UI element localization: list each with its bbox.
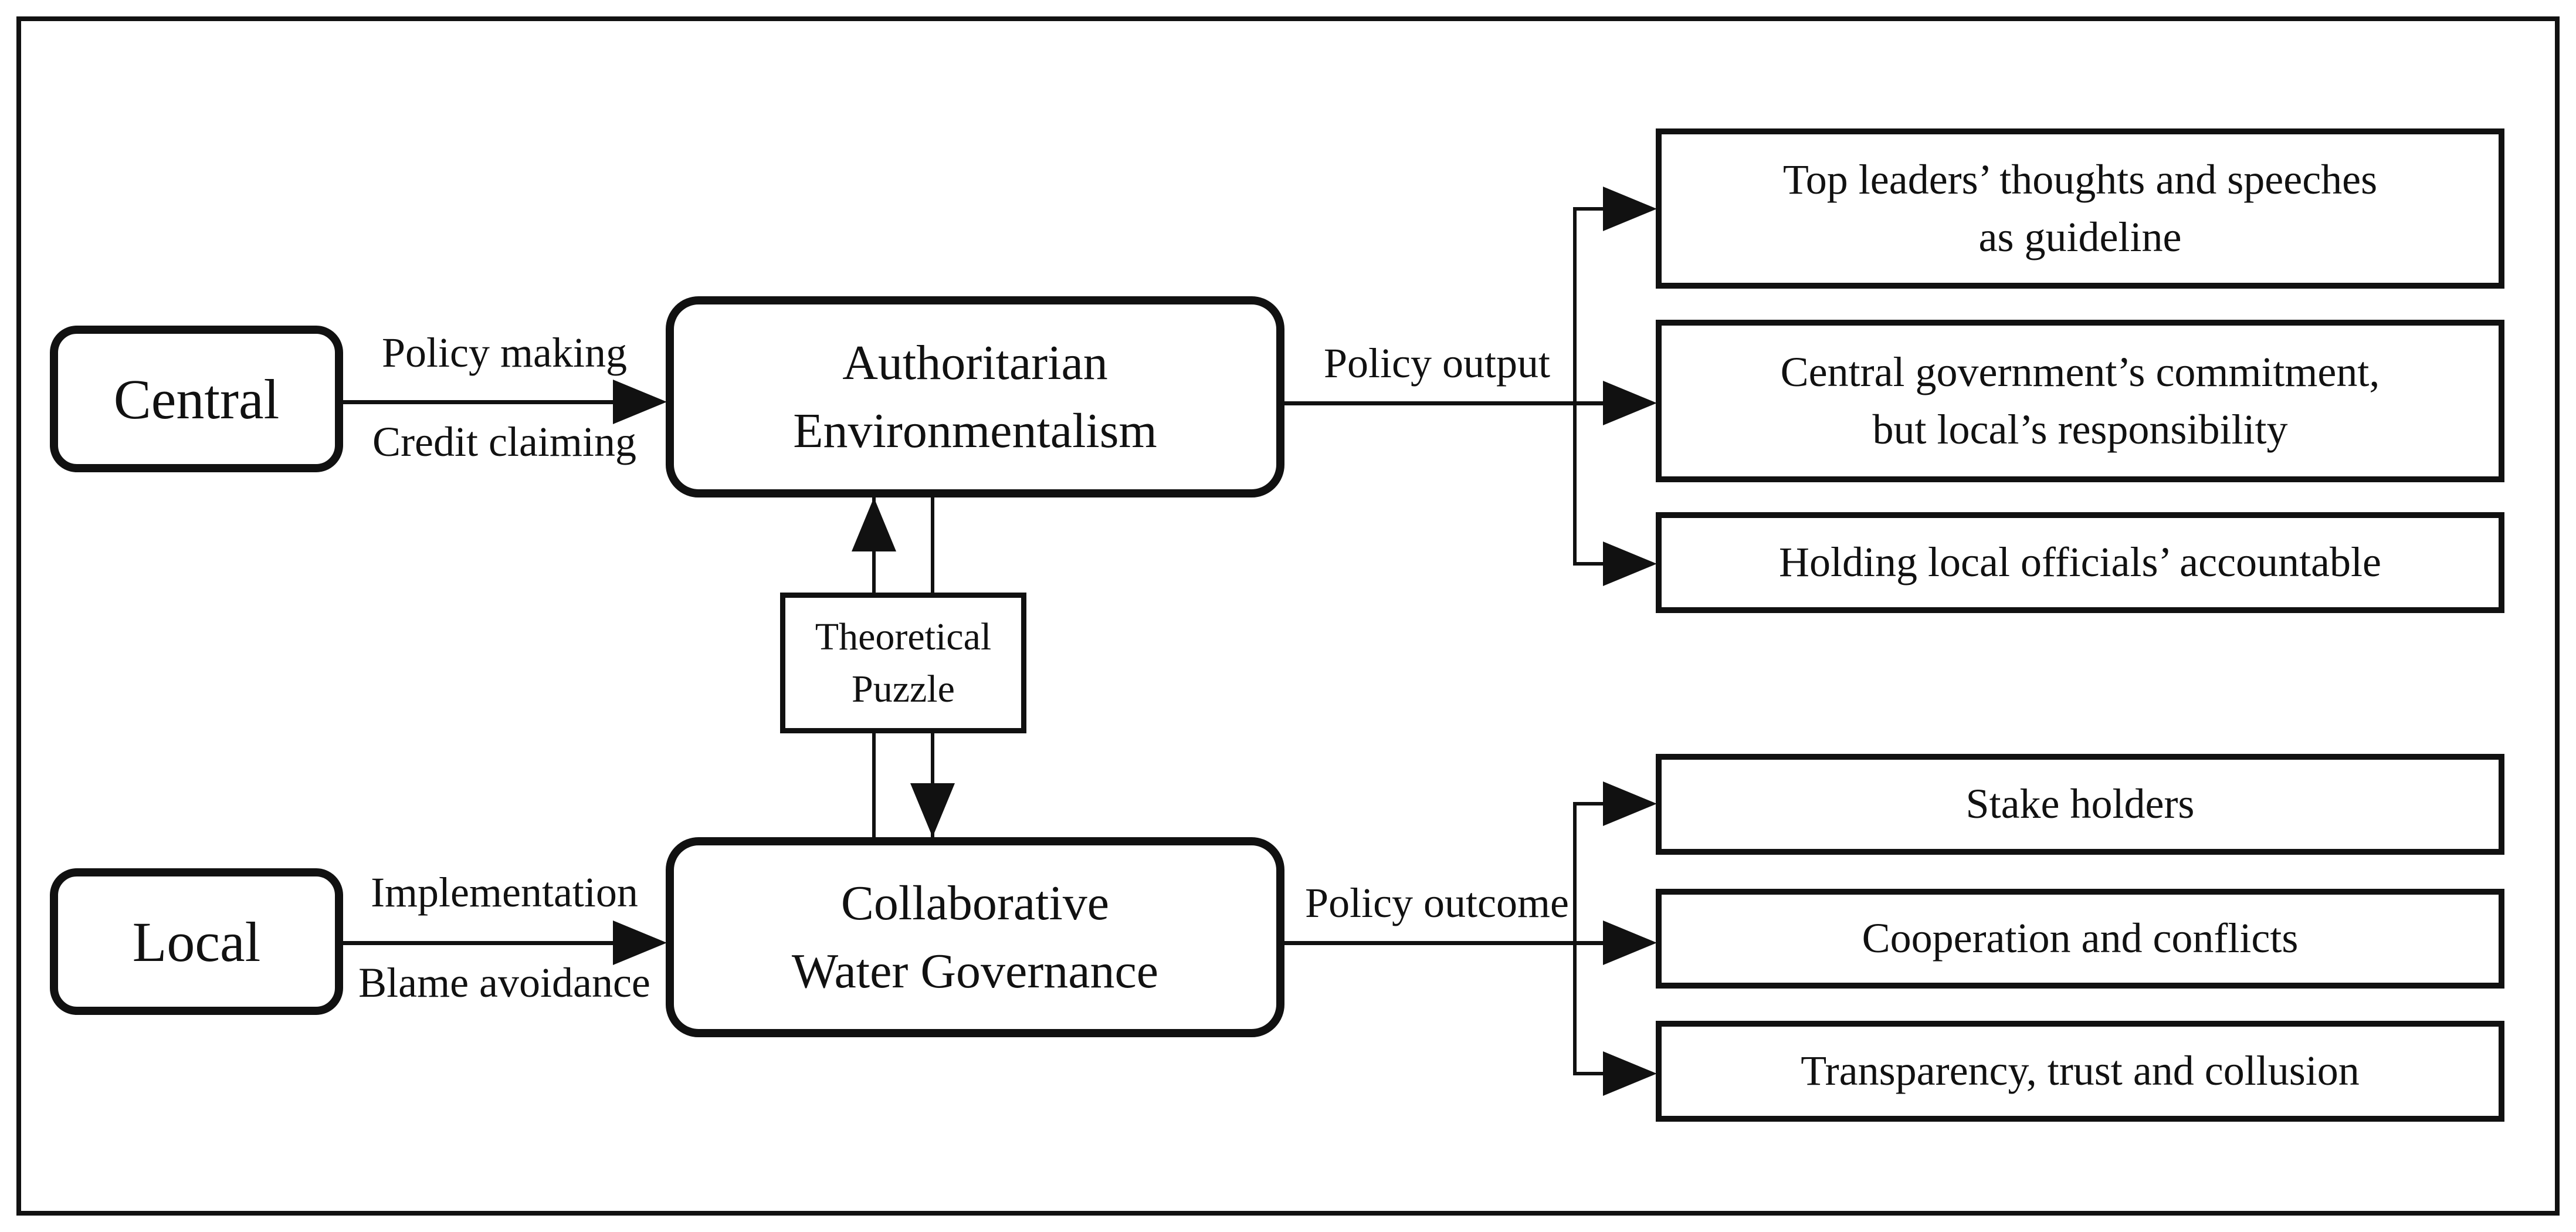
diagram-frame (16, 16, 2560, 1216)
arrowhead-into-outcome-3-icon (1603, 1051, 1657, 1096)
outcome-box-cooperation-conflicts-label: Cooperation and conflicts (1862, 915, 2299, 962)
outcome-box-transparency-trust-label: Transparency, trust and collusion (1801, 1047, 2360, 1095)
node-central-label: Central (113, 367, 280, 431)
arrowhead-into-output-3-icon (1603, 541, 1657, 586)
arrowhead-into-outcome-2-icon (1603, 920, 1657, 965)
edge-label-policy-output: Policy output (1323, 340, 1550, 387)
arrowhead-into-outcome-1-icon (1603, 781, 1657, 826)
edge-central-to-ae-line (343, 400, 614, 404)
edge-label-implementation: Implementation (371, 869, 638, 916)
policy-output-branch-bottom-line (1573, 562, 1609, 566)
policy-output-trunk-line (1573, 207, 1577, 566)
node-authoritarian-environmentalism: Authoritarian Environmentalism (666, 296, 1284, 497)
policy-outcome-main-line (1284, 941, 1612, 945)
outcome-box-stake-holders: Stake holders (1656, 754, 2504, 855)
edge-label-policy-making: Policy making (382, 329, 627, 376)
outcome-box-stake-holders-label: Stake holders (1965, 780, 2195, 828)
edge-label-credit-claiming: Credit claiming (372, 418, 636, 465)
output-box-top-leaders-label: Top leaders’ thoughts and speeches as gu… (1782, 156, 2378, 260)
arrowhead-into-ae-icon (613, 380, 667, 424)
arrowhead-down-into-cwg-icon (910, 783, 955, 837)
output-box-holding-officials: Holding local officials’ accountable (1656, 512, 2504, 613)
arrowhead-into-output-1-icon (1603, 187, 1657, 231)
policy-outcome-trunk-line (1573, 802, 1577, 1075)
output-box-central-commitment-label: Central government’s commitment, but loc… (1780, 348, 2380, 453)
node-local: Local (50, 868, 343, 1015)
arrowhead-into-cwg-icon (613, 920, 667, 965)
arrowhead-up-into-ae-icon (852, 497, 896, 551)
policy-output-branch-top-line (1573, 207, 1609, 211)
edge-local-to-cwg-line (343, 941, 614, 945)
outcome-box-cooperation-conflicts: Cooperation and conflicts (1656, 889, 2504, 989)
policy-outcome-branch-top-line (1573, 802, 1609, 805)
node-central: Central (50, 326, 343, 472)
arrowhead-into-output-2-icon (1603, 381, 1657, 425)
policy-output-main-line (1284, 401, 1612, 405)
node-puzzle-label: Theoretical Puzzle (815, 615, 992, 710)
node-collaborative-water-governance: Collaborative Water Governance (666, 837, 1284, 1037)
output-box-top-leaders: Top leaders’ thoughts and speeches as gu… (1656, 128, 2504, 289)
node-ae-label: Authoritarian Environmentalism (793, 335, 1157, 458)
edge-label-blame-avoidance: Blame avoidance (358, 959, 650, 1006)
policy-outcome-branch-bottom-line (1573, 1072, 1609, 1075)
edge-label-policy-outcome: Policy outcome (1305, 879, 1569, 926)
node-theoretical-puzzle: Theoretical Puzzle (780, 593, 1026, 733)
node-cwg-label: Collaborative Water Governance (791, 875, 1159, 999)
output-box-central-commitment: Central government’s commitment, but loc… (1656, 320, 2504, 482)
node-local-label: Local (132, 910, 261, 973)
outcome-box-transparency-trust: Transparency, trust and collusion (1656, 1021, 2504, 1122)
output-box-holding-officials-label: Holding local officials’ accountable (1779, 539, 2381, 586)
